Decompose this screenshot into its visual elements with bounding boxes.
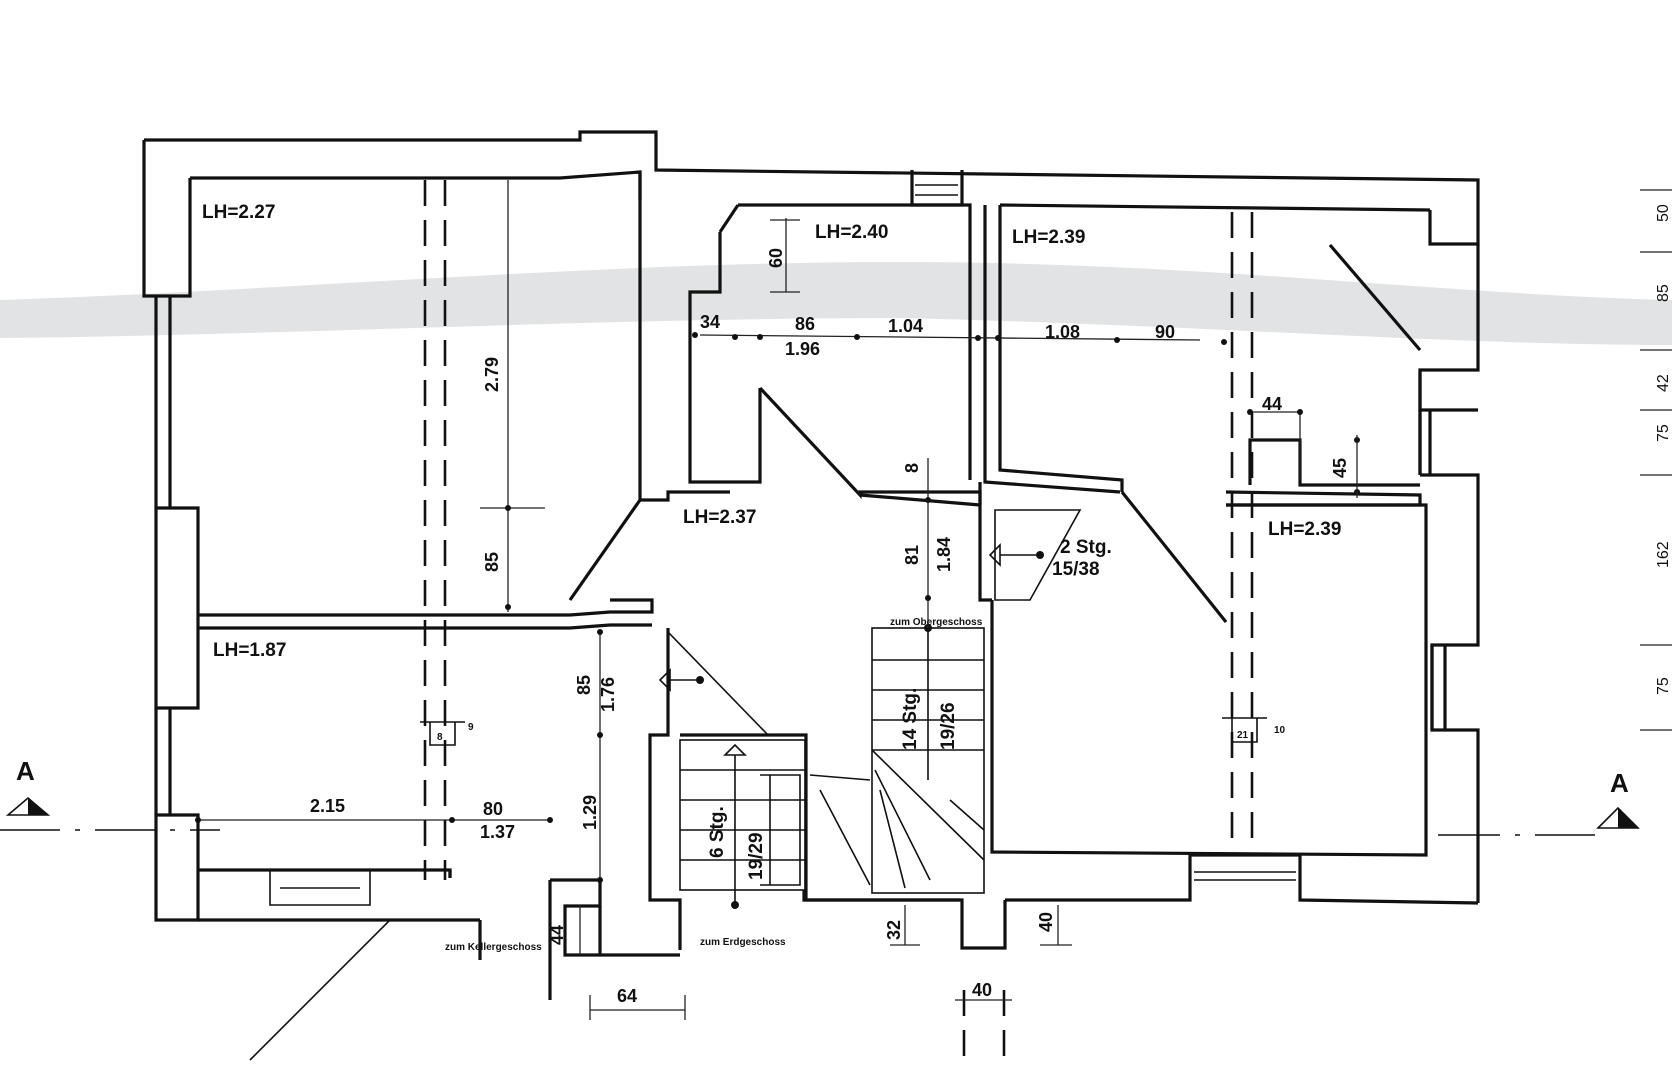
- dim-80: 80: [483, 799, 503, 819]
- dim-32: 32: [884, 920, 904, 940]
- dashed-beams: [423, 180, 1254, 1060]
- room-e-height: LH=2.39: [1268, 519, 1341, 540]
- dim-60: 60: [766, 248, 786, 268]
- small-stairs-right: [988, 509, 1082, 601]
- dim-2-15: 2.15: [310, 796, 345, 816]
- dim-40-right: 40: [1036, 912, 1056, 932]
- paper-crease: [0, 262, 1672, 345]
- dim-85-left: 85: [482, 552, 502, 572]
- section-mark-left: A: [16, 756, 35, 786]
- dim-1-76: 1.76: [598, 677, 618, 712]
- stairs-main-destination: zum Obergeschoss: [890, 617, 983, 628]
- chimney-left-number: 8: [437, 732, 443, 743]
- edge-dim-6: 75: [1655, 677, 1672, 695]
- stairs-main-ratio: 19/26: [938, 702, 959, 750]
- dim-44-bottom: 44: [547, 925, 567, 945]
- edge-dimension-ticks: [1640, 189, 1672, 731]
- dim-81: 81: [902, 545, 922, 565]
- stairs-lower-count: 6 Stg.: [707, 806, 728, 858]
- dim-34: 34: [700, 312, 720, 332]
- dimension-lines: [195, 180, 1360, 1020]
- edge-dim-4: 75: [1655, 424, 1672, 442]
- dim-1-29: 1.29: [580, 795, 600, 830]
- dim-64: 64: [617, 986, 637, 1006]
- door-swings: [569, 244, 1421, 623]
- room-ne-height: LH=2.39: [1012, 227, 1085, 248]
- chimney-left-label: 9: [468, 722, 474, 733]
- dim-2-79: 2.79: [482, 357, 502, 392]
- room-hall-height: LH=2.37: [683, 507, 756, 528]
- chimney-left: 8 9: [420, 721, 474, 746]
- edge-dim-5: 162: [1655, 541, 1672, 568]
- chimney-right-number: 21: [1237, 730, 1249, 741]
- chimney-right-label: 10: [1274, 725, 1286, 736]
- dim-1-96: 1.96: [785, 339, 820, 359]
- stairs-main-count: 14 Stg.: [900, 688, 921, 750]
- stairs-lower-ratio: 19/29: [746, 832, 767, 880]
- small-stairs-left: [658, 631, 769, 736]
- dim-1-04: 1.04: [888, 316, 923, 336]
- dim-90: 90: [1155, 322, 1175, 342]
- dim-85-stair: 85: [574, 675, 594, 695]
- edge-dim-1: 50: [1655, 204, 1672, 222]
- dim-1-37: 1.37: [480, 822, 515, 842]
- lower-staircase: [679, 739, 871, 909]
- section-mark-right: A: [1610, 768, 1629, 798]
- stairs-upper-count: 2 Stg.: [1060, 537, 1112, 558]
- room-sw-height: LH=1.87: [213, 640, 286, 661]
- dim-40-bottom: 40: [972, 980, 992, 1000]
- dim-86: 86: [795, 314, 815, 334]
- stairs-lower-destination: zum Erdgeschoss: [700, 937, 786, 948]
- stairs-cellar-destination: zum Kellergeschoss: [445, 942, 542, 953]
- dim-1-08: 1.08: [1045, 322, 1080, 342]
- section-line: A A: [0, 756, 1640, 836]
- dim-8: 8: [902, 463, 922, 473]
- edge-dim-2: 85: [1655, 284, 1672, 302]
- stairs-upper-ratio: 15/38: [1052, 559, 1100, 580]
- dim-44-top: 44: [1262, 394, 1282, 414]
- edge-dim-3: 42: [1655, 374, 1672, 392]
- room-nw-height: LH=2.27: [202, 202, 275, 223]
- outer-walls: [142, 130, 1480, 950]
- room-n-mid-height: LH=2.40: [815, 222, 888, 243]
- dim-1-84: 1.84: [934, 537, 954, 572]
- main-staircase: [871, 624, 985, 894]
- chimney-right: 21 10: [1222, 717, 1286, 743]
- dim-45: 45: [1330, 458, 1350, 478]
